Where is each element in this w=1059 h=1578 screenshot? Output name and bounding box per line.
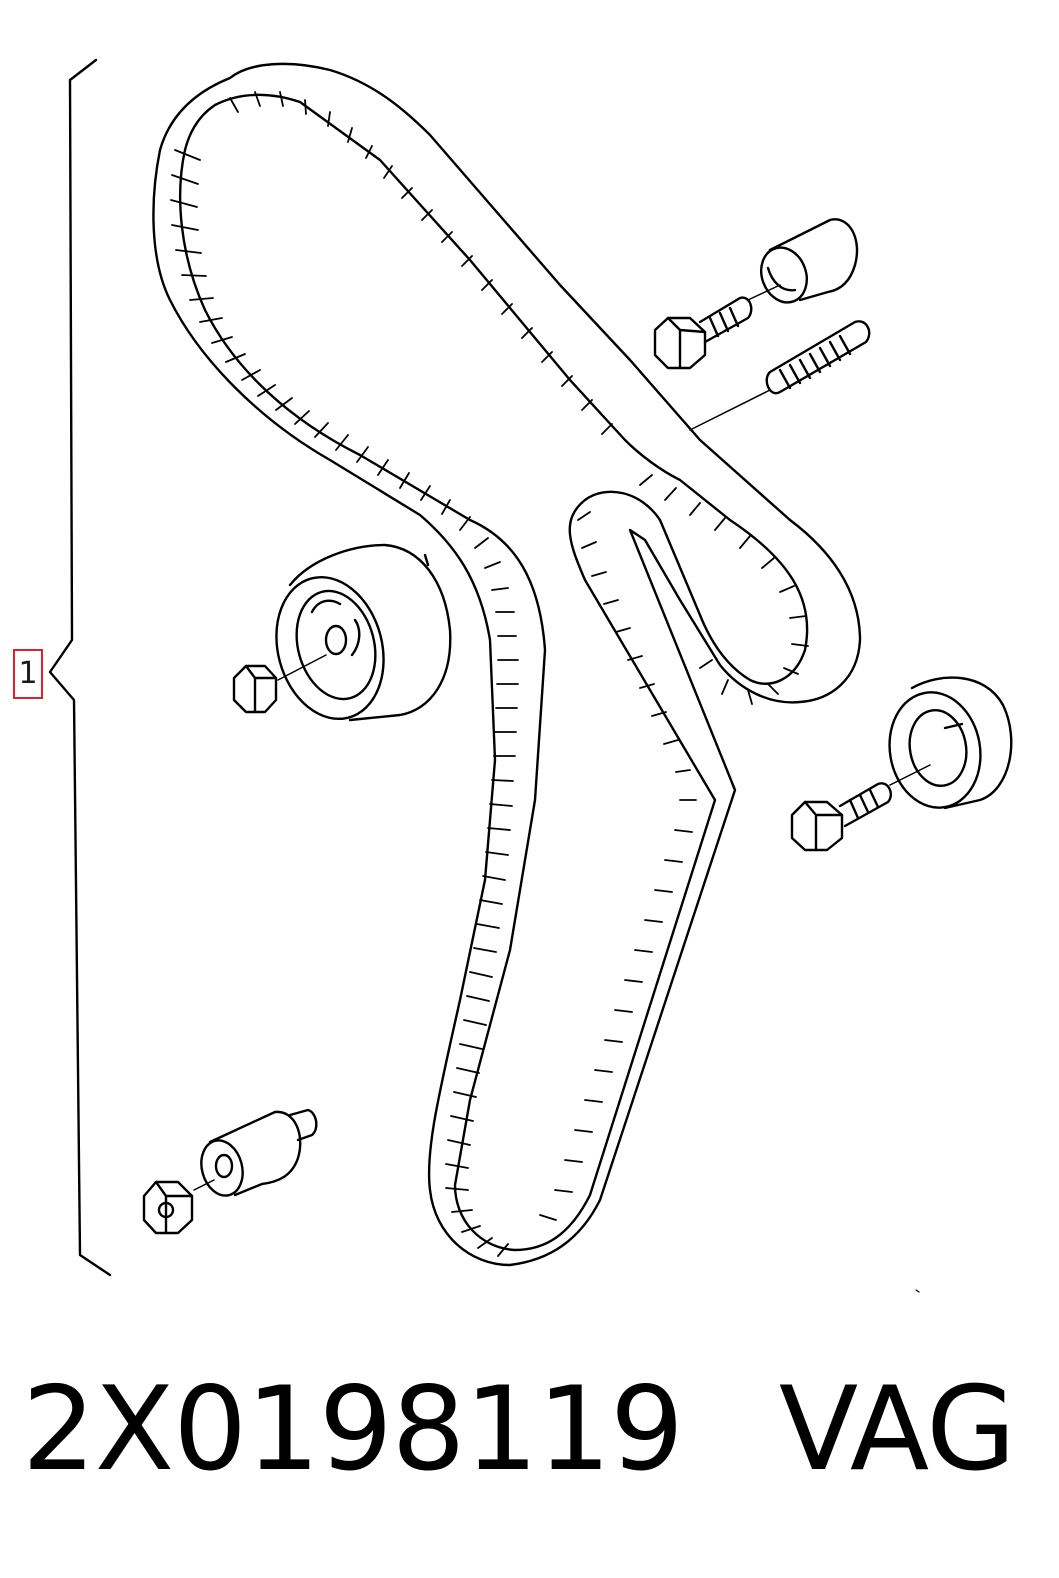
brand-name: VAG: [778, 1362, 1016, 1497]
tensioner-pulley-icon: [275, 543, 452, 722]
timing-belt-icon: [152, 62, 862, 1267]
timing-belt-kit-diagram: [48, 58, 1013, 1293]
idler-roller-icon: [200, 1108, 318, 1197]
callout-label: 1: [18, 656, 38, 691]
flange-nut-icon: [232, 654, 327, 714]
idler-roller-icon: [888, 676, 1013, 810]
callout-box[interactable]: [13, 649, 43, 699]
kit-bracket: [48, 58, 112, 1277]
stud-icon: [689, 320, 871, 431]
flange-nut-icon: [142, 1179, 215, 1235]
hex-bolt-icon: [790, 764, 931, 852]
spacer-sleeve-icon: [760, 218, 859, 304]
part-number: 2X0198119: [22, 1362, 684, 1497]
belt-teeth: [170, 149, 519, 1257]
hex-bolt-icon: [653, 284, 781, 370]
